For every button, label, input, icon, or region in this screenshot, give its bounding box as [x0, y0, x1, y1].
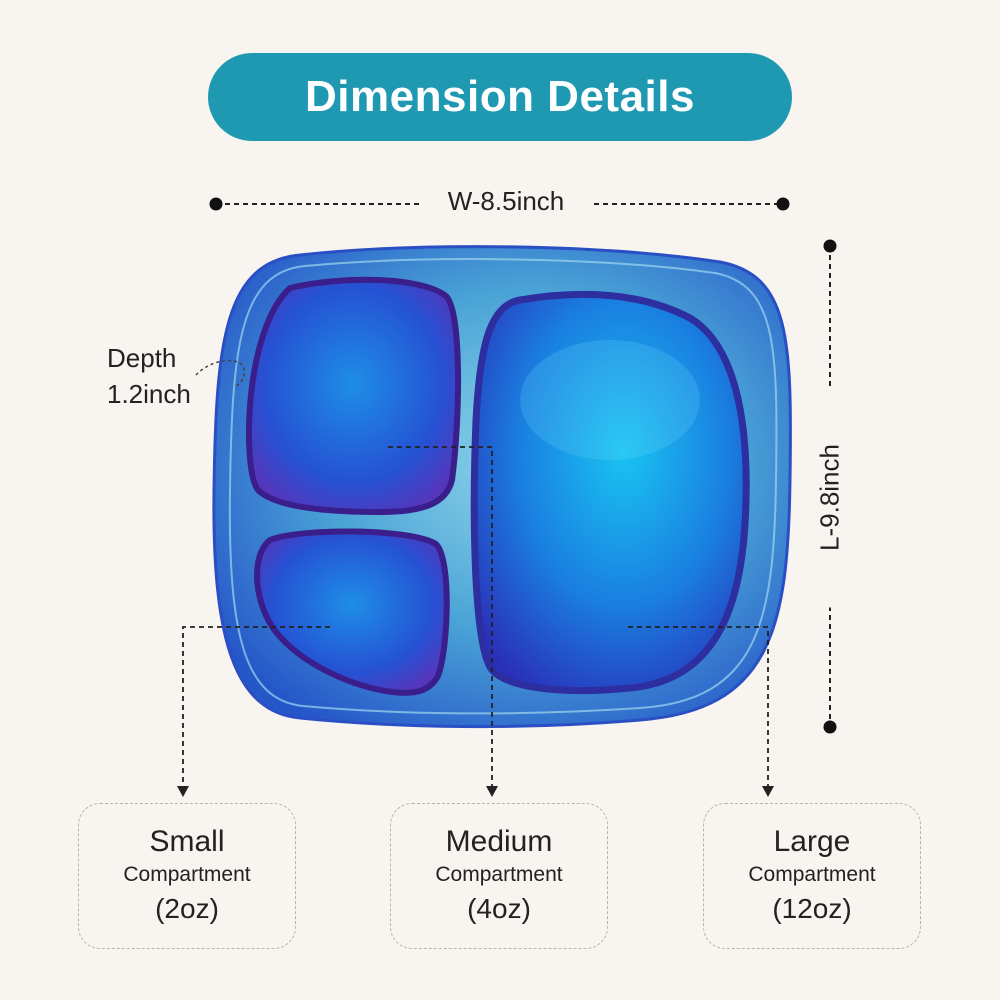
compartment-size: Large — [773, 825, 851, 858]
compartment-word: Compartment — [123, 863, 251, 886]
title-banner: Dimension Details — [208, 53, 792, 141]
length-label: L-9.8inch — [814, 387, 846, 608]
page-title: Dimension Details — [305, 72, 695, 121]
depth-label-title: Depth — [107, 343, 177, 373]
width-label: W-8.5inch — [420, 186, 592, 217]
divided-plate-image — [212, 245, 792, 729]
small-callout-leader — [177, 626, 330, 797]
compartment-word: Compartment — [435, 863, 563, 886]
large-compartment-card: Large Compartment (12oz) — [703, 803, 921, 949]
length-dimension — [823, 239, 837, 734]
medium-callout-leader — [388, 446, 498, 797]
compartment-size: Small — [149, 825, 225, 858]
compartment-word: Compartment — [748, 863, 876, 886]
small-compartment-card: Small Compartment (2oz) — [78, 803, 296, 949]
compartment-capacity: (12oz) — [772, 893, 852, 924]
compartment-capacity: (2oz) — [155, 893, 219, 924]
compartment-capacity: (4oz) — [467, 893, 531, 924]
medium-compartment-card: Medium Compartment (4oz) — [390, 803, 608, 949]
depth-label-value: 1.2inch — [107, 379, 191, 409]
large-callout-leader — [628, 626, 774, 797]
compartment-size: Medium — [445, 825, 553, 858]
depth-label: Depth 1.2inch — [107, 340, 191, 412]
